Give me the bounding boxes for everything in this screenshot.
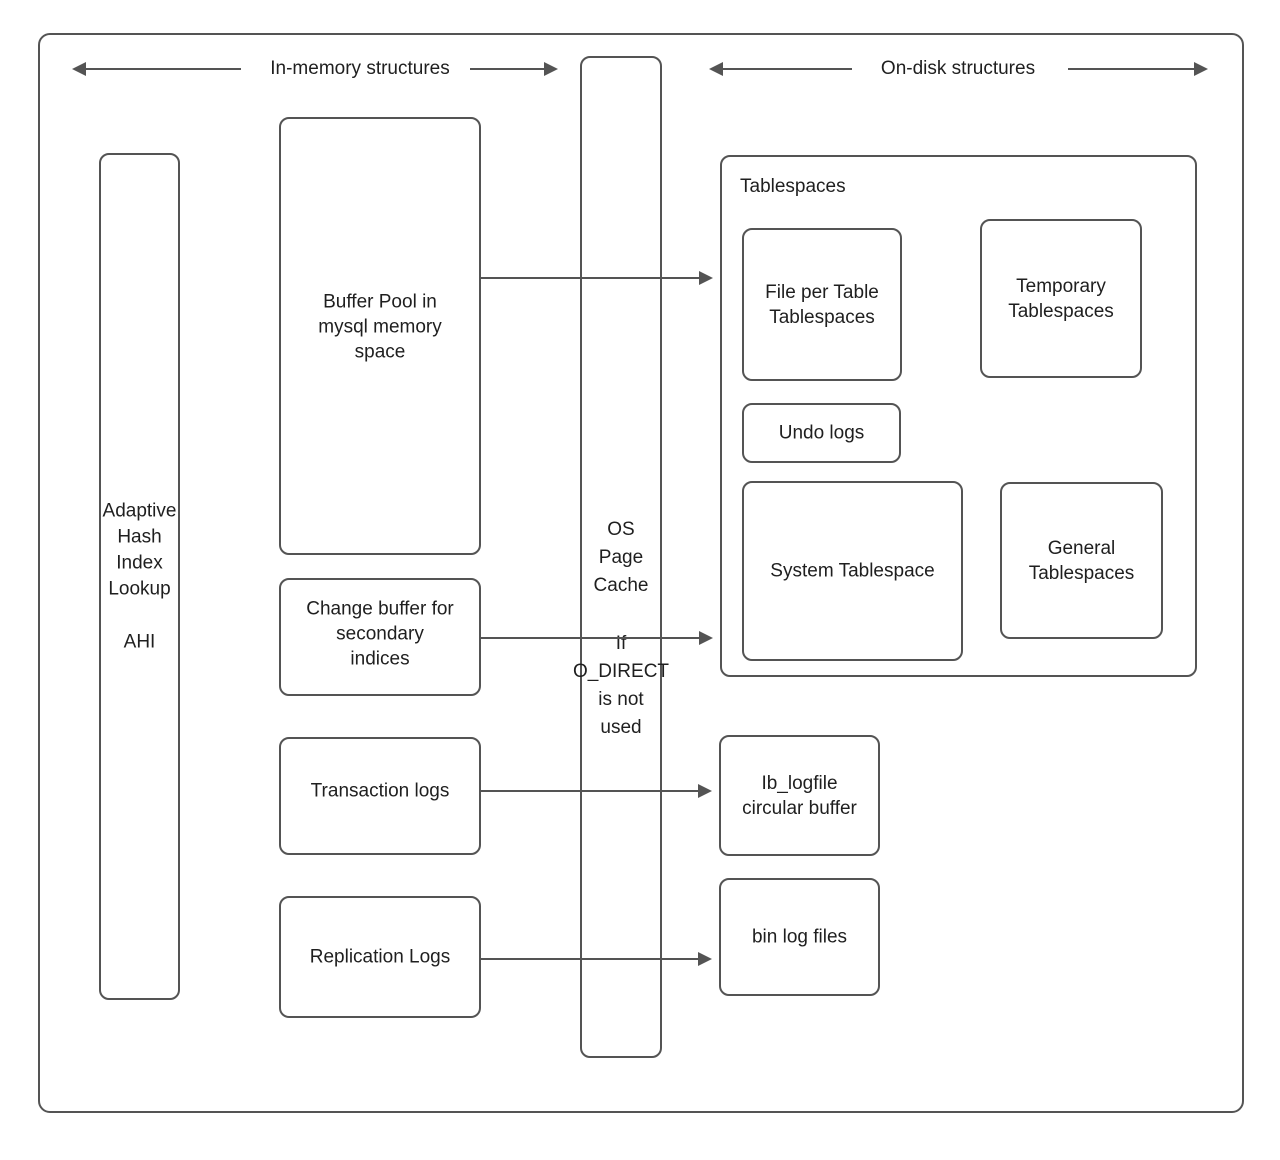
tablespaces-container: Tablespaces File per Table Tablespaces T… <box>720 155 1197 677</box>
buffer-pool-box[interactable]: Buffer Pool in mysql memory space <box>279 117 481 555</box>
general-tablespaces-box[interactable]: General Tablespaces <box>1000 482 1163 639</box>
temporary-tablespaces-box[interactable]: Temporary Tablespaces <box>980 219 1142 378</box>
transaction-logs-label: Transaction logs <box>310 780 450 802</box>
buffer-pool-label: Buffer Pool in mysql memory space <box>318 291 442 363</box>
in-memory-header-label: In-memory structures <box>270 58 450 79</box>
tablespaces-title: Tablespaces <box>740 176 846 197</box>
on-disk-right-arrowhead <box>1194 62 1208 76</box>
system-tablespace-label: System Tablespace <box>770 560 935 582</box>
on-disk-left-line <box>722 68 852 70</box>
adaptive-hash-index-box[interactable]: Adaptive Hash Index Lookup AHI <box>99 153 180 1000</box>
transaction-logs-box[interactable]: Transaction logs <box>279 737 481 855</box>
arrow-head <box>699 271 713 285</box>
replication-logs-label: Replication Logs <box>309 946 451 968</box>
on-disk-header-label: On-disk structures <box>880 58 1036 79</box>
general-tablespaces-label: General Tablespaces <box>1028 537 1135 584</box>
os-page-cache-note-label: If O_DIRECT is not used <box>572 633 670 738</box>
bin-log-files-label: bin log files <box>751 926 848 948</box>
file-per-table-tablespaces-box[interactable]: File per Table Tablespaces <box>742 228 902 381</box>
temporary-tablespaces-label: Temporary Tablespaces <box>1008 275 1114 322</box>
os-page-cache-label: OS Page Cache <box>593 519 649 596</box>
in-memory-right-arrowhead <box>544 62 558 76</box>
change-buffer-label: Change buffer for secondary indices <box>306 597 454 670</box>
system-tablespace-box[interactable]: System Tablespace <box>742 481 963 661</box>
outer-frame <box>38 33 1244 1113</box>
arrow-head <box>698 952 712 966</box>
arrow-line <box>481 958 698 960</box>
file-per-table-tablespaces-label: File per Table Tablespaces <box>765 281 879 328</box>
change-buffer-box[interactable]: Change buffer for secondary indices <box>279 578 481 696</box>
arrow-head <box>698 784 712 798</box>
arrow-line <box>481 637 699 639</box>
undo-logs-box[interactable]: Undo logs <box>742 403 901 463</box>
adaptive-hash-index-label: Adaptive Hash Index Lookup AHI <box>102 499 177 652</box>
arrow-head <box>699 631 713 645</box>
on-disk-right-line <box>1068 68 1194 70</box>
bin-log-files-box[interactable]: bin log files <box>719 878 880 996</box>
on-disk-left-arrowhead <box>709 62 723 76</box>
in-memory-left-line <box>85 68 241 70</box>
ib-logfile-box[interactable]: Ib_logfile circular buffer <box>719 735 880 856</box>
arrow-line <box>481 790 698 792</box>
in-memory-left-arrowhead <box>72 62 86 76</box>
replication-logs-box[interactable]: Replication Logs <box>279 896 481 1018</box>
arrow-line <box>481 277 699 279</box>
undo-logs-label: Undo logs <box>778 422 865 444</box>
in-memory-right-line <box>470 68 544 70</box>
ib-logfile-label: Ib_logfile circular buffer <box>742 772 857 819</box>
os-page-cache-box[interactable]: OS Page Cache If O_DIRECT is not used <box>573 56 669 1058</box>
